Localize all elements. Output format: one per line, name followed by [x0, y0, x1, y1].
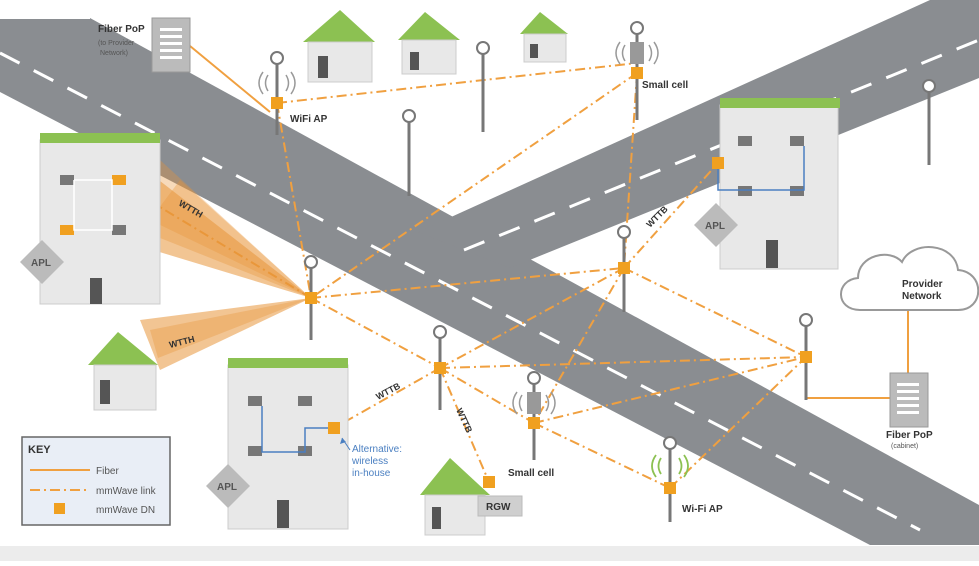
apl-label-bottom: APL — [217, 482, 237, 493]
dn-node-wifi-ap-top — [271, 97, 283, 109]
fiber-lines — [189, 45, 909, 399]
cloud-provider-network: Provider Network — [840, 246, 979, 311]
apl-label-left: APL — [31, 258, 51, 269]
fiber-pop-top: Fiber PoP (to Provider Network) — [98, 17, 191, 73]
key-item-fiber: Fiber — [96, 466, 119, 477]
provider-network-label-1: Provider — [902, 279, 943, 290]
apl-label-right: APL — [705, 221, 725, 232]
alternative-note: Alternative: wireless in-house — [340, 437, 402, 479]
alternative-note-line2: wireless — [351, 456, 388, 467]
houses: RGW — [88, 10, 568, 536]
lamp-pole — [527, 371, 541, 460]
small-cell-bottom-label: Small cell — [508, 468, 554, 479]
building-left: APL — [20, 133, 161, 305]
fiber-pop-top-sub1: (to Provider — [98, 40, 135, 47]
key-item-mmwave-dn: mmWave DN — [96, 505, 155, 516]
dn-node-pole-center-right — [618, 262, 630, 274]
bottom-strip — [0, 546, 979, 561]
wtth-beam-lower — [140, 298, 311, 370]
wifi-ap-top-label: WiFi AP — [290, 114, 328, 125]
mmwave-dn-nodes — [271, 67, 812, 494]
small-cell-top — [630, 42, 644, 64]
legend-key: KEY Fiber mmWave link mmWave DN — [21, 436, 171, 526]
fiber-pop-cabinet: Fiber PoP (cabinet) — [886, 372, 933, 450]
apl-badge-right — [694, 203, 738, 247]
building-bottom: APL — [206, 358, 349, 530]
mmwave-links — [114, 62, 807, 489]
rgw-label: RGW — [486, 502, 511, 513]
fiber-pop-cabinet-label: Fiber PoP — [886, 430, 933, 441]
apl-badge-bottom — [206, 464, 250, 508]
house-top-2 — [398, 12, 460, 75]
dn-node-pole-right — [800, 351, 812, 363]
house-bottom: RGW — [420, 458, 523, 536]
wtth-beams — [120, 150, 311, 370]
small-cell-units — [258, 41, 689, 478]
alternative-note-line1: Alternative: — [352, 444, 402, 455]
small-cell-bottom — [527, 392, 541, 414]
road-cross — [418, 0, 979, 268]
lamp-pole — [922, 79, 936, 165]
key-item-mmwave-link: mmWave link — [96, 486, 157, 497]
node-building-bottom — [328, 422, 340, 434]
provider-network-label-2: Network — [902, 291, 942, 302]
fiber-pop-to-ap — [189, 45, 271, 113]
building-right: APL — [694, 98, 840, 270]
house-top-1 — [303, 10, 375, 83]
key-title: KEY — [28, 444, 51, 456]
wtth-beam-upper — [120, 150, 311, 298]
lamp-pole — [476, 41, 490, 132]
node-building-right — [712, 157, 724, 169]
dn-node-rgw — [483, 476, 495, 488]
dn-node-small-cell-top — [631, 67, 643, 79]
fiber-pop-top-label: Fiber PoP — [98, 24, 145, 35]
lamp-poles — [270, 21, 936, 522]
fiber-pop-top-sub2: Network) — [100, 50, 128, 57]
wttb-down-label: WTTB — [454, 407, 474, 435]
dn-node-small-cell-bottom — [528, 417, 540, 429]
alternative-note-line3: in-house — [352, 468, 391, 479]
road-diagonal — [0, 18, 979, 545]
house-top-3 — [520, 12, 568, 63]
house-left — [88, 332, 158, 411]
apl-badge-left — [20, 240, 64, 284]
dn-node-pole-center — [434, 362, 446, 374]
dn-node-pole-left — [305, 292, 317, 304]
lamp-pole — [663, 436, 677, 522]
dn-node-wifi-ap-bottom — [664, 482, 676, 494]
small-cell-top-label: Small cell — [642, 80, 688, 91]
lamp-pole — [402, 109, 416, 196]
fiber-pop-cabinet-sub: (cabinet) — [891, 443, 918, 450]
wttb-center-label: WTTB — [374, 381, 402, 402]
wifi-ap-bottom-label: Wi-Fi AP — [682, 504, 723, 515]
